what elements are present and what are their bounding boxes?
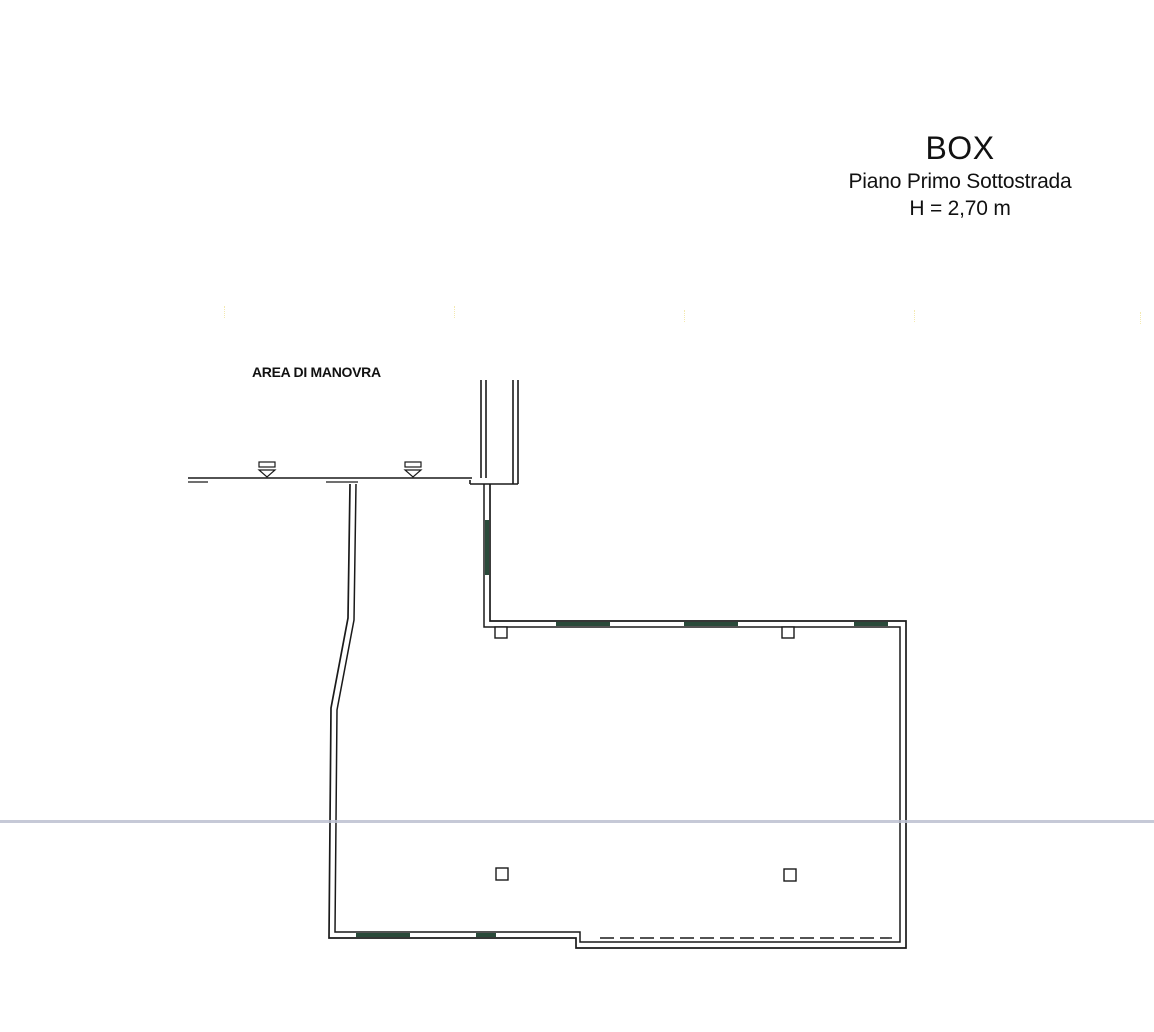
wall-pillar xyxy=(494,626,508,639)
registration-tick xyxy=(1140,312,1144,324)
window-openings xyxy=(356,520,888,937)
ceiling-height: H = 2,70 m xyxy=(909,197,1011,220)
box-inner-wall xyxy=(334,483,901,943)
floor-name: Piano Primo Sottostrada xyxy=(848,170,1072,193)
registration-tick xyxy=(914,310,918,322)
light-fixture-icon xyxy=(257,461,277,478)
box-outer-wall xyxy=(328,483,907,949)
light-fixture-icon xyxy=(403,461,423,478)
maneuver-area-edge xyxy=(188,477,472,483)
scan-artifact-line xyxy=(0,820,1154,823)
area-label: AREA DI MANOVRA xyxy=(252,364,381,380)
column xyxy=(783,868,797,882)
registration-tick xyxy=(684,310,688,322)
title-block: BOX Piano Primo Sottostrada H = 2,70 m xyxy=(800,128,1120,222)
plan-title: BOX xyxy=(925,130,995,166)
registration-tick xyxy=(454,306,458,318)
registration-tick xyxy=(224,306,228,318)
column xyxy=(495,867,509,881)
upper-corridor-walls xyxy=(469,380,519,485)
wall-pillar xyxy=(781,626,795,639)
